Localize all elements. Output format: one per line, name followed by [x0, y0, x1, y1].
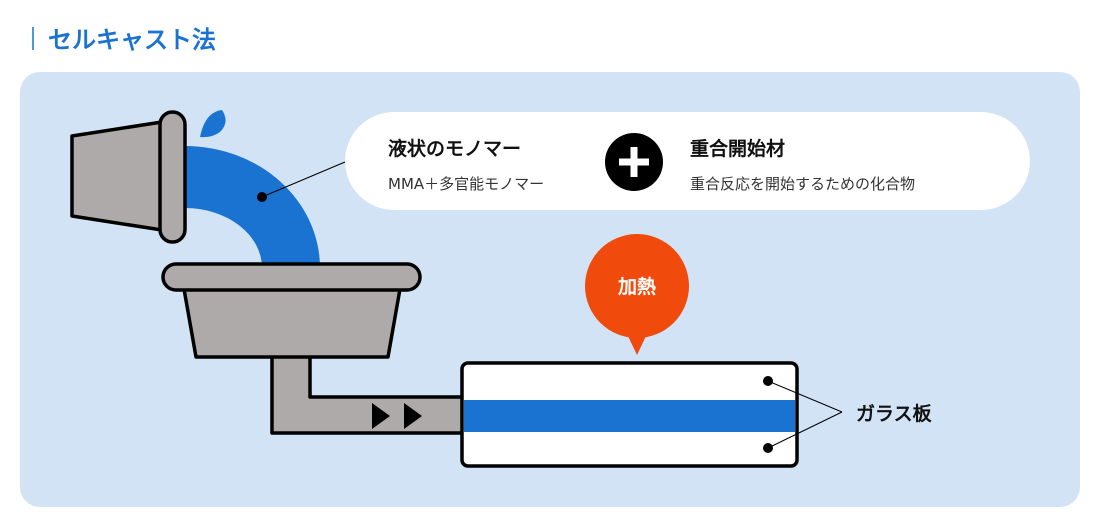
glass-leader-line	[767, 411, 843, 449]
plus-icon	[605, 133, 663, 191]
initiator-description: 重合反応を開始するための化合物	[690, 175, 915, 193]
monomer-description: MMA＋多官能モノマー	[388, 175, 544, 193]
cup-rim	[158, 110, 187, 244]
droplet-icon	[200, 110, 226, 138]
monomer-pointer-dot	[257, 192, 267, 202]
monomer-leader-line	[261, 161, 346, 198]
glass-label: ガラス板	[856, 402, 933, 425]
heat-bubble	[585, 234, 689, 355]
monomer-layer	[464, 400, 795, 432]
initiator-heading: 重合開始材	[690, 137, 785, 160]
basin-rim	[161, 262, 422, 292]
glass-leader-line	[767, 380, 843, 413]
monomer-stream	[185, 146, 320, 268]
heat-label: 加熱	[617, 275, 656, 298]
basin	[182, 287, 402, 359]
flow-arrow-icon	[404, 403, 422, 429]
page-title: セルキャスト法	[48, 26, 216, 54]
flow-arrow-icon	[372, 403, 390, 429]
info-bubble	[345, 112, 1030, 210]
monomer-heading: 液状のモノマー	[388, 137, 521, 160]
pouring-cup	[70, 120, 164, 232]
